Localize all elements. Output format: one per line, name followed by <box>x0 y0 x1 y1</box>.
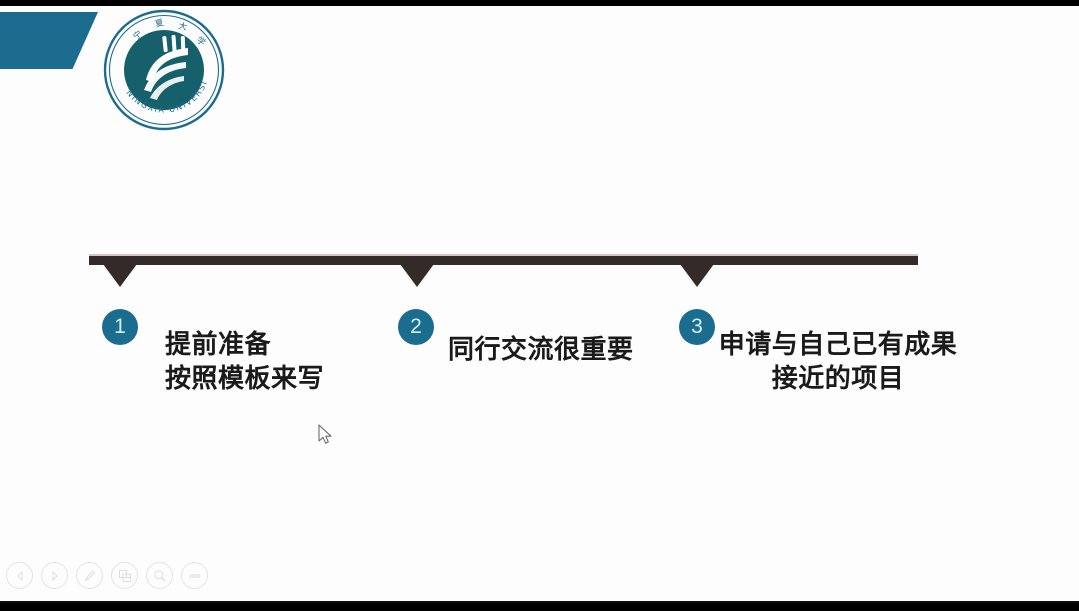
next-slide-button[interactable] <box>41 562 68 589</box>
more-options-button[interactable] <box>181 562 208 589</box>
timeline-bar <box>89 254 918 265</box>
slide-thumbnails-icon <box>118 569 131 582</box>
pen-annotate-button[interactable] <box>76 562 103 589</box>
blue-parallelogram-decoration <box>0 12 98 69</box>
previous-slide-icon <box>16 570 22 581</box>
next-slide-icon <box>52 570 58 581</box>
ningxia-university-seal-logo: 宁 夏 大 学 NINGXIA UNIVERSITY <box>102 8 226 132</box>
svg-text:大: 大 <box>177 20 188 33</box>
letterbox-bottom <box>0 603 1079 611</box>
letterbox-divider <box>0 601 1079 603</box>
playback-toolbar <box>6 562 208 589</box>
step-badge-1: 1 <box>102 309 138 345</box>
zoom-magnifier-icon <box>154 569 166 582</box>
mouse-pointer-cursor <box>318 424 334 446</box>
zoom-magnifier-button[interactable] <box>146 562 173 589</box>
more-options-icon <box>189 573 200 578</box>
timeline-marker-2 <box>400 264 434 287</box>
slide-thumbnails-button[interactable] <box>111 562 138 589</box>
step-badge-3: 3 <box>679 309 715 345</box>
timeline-marker-3 <box>680 264 714 287</box>
svg-text:夏: 夏 <box>154 18 165 30</box>
slide-canvas: 宁 夏 大 学 NINGXIA UNIVERSITY 1 提前准备 按照模板来写… <box>0 6 1079 601</box>
pen-annotate-icon <box>83 570 95 582</box>
timeline-marker-1 <box>103 264 137 287</box>
letterbox-top <box>0 0 1079 6</box>
step-caption-1: 提前准备 按照模板来写 <box>165 330 325 394</box>
previous-slide-button[interactable] <box>6 562 33 589</box>
step-caption-3: 申请与自己已有成果 接近的项目 <box>718 330 958 394</box>
step-caption-2: 同行交流很重要 <box>448 335 634 365</box>
step-badge-2: 2 <box>398 309 434 345</box>
